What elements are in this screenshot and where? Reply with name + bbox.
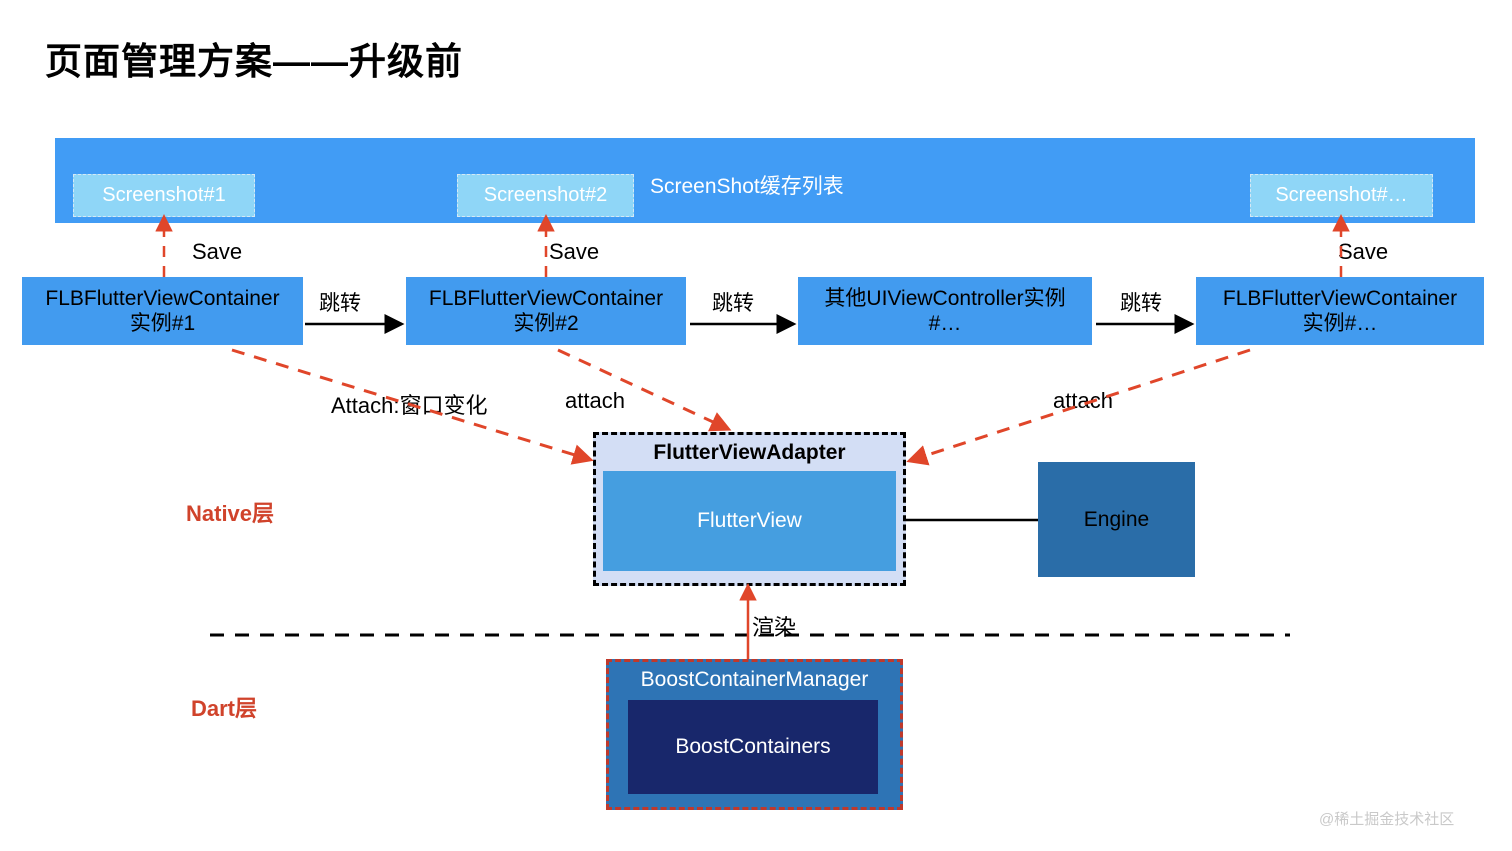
view-container-box-1: FLBFlutterViewContainer 实例#1 <box>22 277 303 345</box>
jump-edge-label-3: 跳转 <box>1120 292 1162 315</box>
view-container-box-4: FLBFlutterViewContainer 实例#… <box>1196 277 1484 345</box>
boost-container-manager-title: BoostContainerManager <box>640 668 869 691</box>
screenshot-box-2: Screenshot#2 <box>457 174 634 217</box>
attach-label-right: attach <box>1053 388 1113 413</box>
save-edge-label-2: Save <box>549 239 600 264</box>
flutter-view-box: FlutterView <box>603 471 896 571</box>
save-edge-label-3: Save <box>1338 239 1389 264</box>
native-layer-label: Native层 <box>186 501 275 526</box>
screenshot-cache-bar <box>55 138 1475 223</box>
view-container-subtitle-1: 实例#1 <box>129 312 196 335</box>
view-container-subtitle-2: 实例#2 <box>513 312 579 335</box>
boost-containers-box: BoostContainers <box>628 700 878 794</box>
jump-edge-label-2: 跳转 <box>712 292 754 315</box>
view-container-title-4: FLBFlutterViewContainer <box>1222 286 1458 310</box>
screenshot-box-1: Screenshot#1 <box>73 174 255 217</box>
engine-box: Engine <box>1038 462 1195 577</box>
screenshot-cache-bar-label: ScreenShot缓存列表 <box>650 175 844 198</box>
view-container-box-3: 其他UIViewController实例 #… <box>798 277 1092 345</box>
flutter-view-adapter-title: FlutterViewAdapter <box>653 441 846 464</box>
save-edge-label-1: Save <box>192 239 243 264</box>
attach-window-label: Attach:窗口变化 <box>331 393 488 418</box>
view-container-box-2: FLBFlutterViewContainer 实例#2 <box>406 277 686 345</box>
view-container-subtitle-4: 实例#… <box>1302 312 1378 335</box>
view-container-title-1: FLBFlutterViewContainer <box>45 286 280 310</box>
render-edge-label: 渲染 <box>752 615 797 640</box>
view-container-title-3: 其他UIViewController实例 <box>824 286 1066 310</box>
watermark: @稀土掘金技术社区 <box>1319 811 1455 828</box>
view-container-title-2: FLBFlutterViewContainer <box>428 286 664 310</box>
attach-label-middle: attach <box>565 388 625 413</box>
screenshot-box-3: Screenshot#… <box>1250 174 1433 217</box>
dart-layer-label: Dart层 <box>191 696 258 721</box>
jump-edge-label-1: 跳转 <box>319 292 361 315</box>
view-container-subtitle-3: #… <box>928 312 962 335</box>
page-title: 页面管理方案——升级前 <box>45 41 463 82</box>
